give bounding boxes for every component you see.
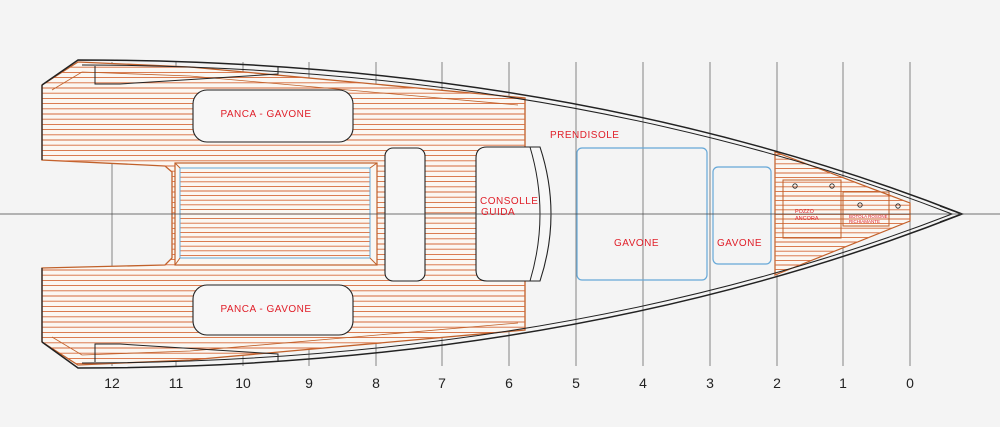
fitting-4 <box>895 203 901 209</box>
fitting-1 <box>792 183 798 189</box>
label-console-1: CONSOLLE <box>480 196 538 207</box>
anchor-well <box>782 179 842 239</box>
fitting-2 <box>829 183 835 189</box>
station-number-1: 1 <box>839 375 847 391</box>
label-anchor-locker-1: BOTOLA ROSONE <box>849 214 888 219</box>
station-number-7: 7 <box>438 375 446 391</box>
label-sunbed: PRENDISOLE <box>550 130 619 141</box>
station-number-5: 5 <box>572 375 580 391</box>
label-console-2: GUIDA <box>481 207 515 218</box>
station-number-2: 2 <box>773 375 781 391</box>
seat-box <box>384 147 426 282</box>
label-anchor-well-1: POZZO <box>795 209 815 215</box>
label-locker-small: GAVONE <box>717 238 762 249</box>
bench-top <box>192 89 354 143</box>
station-number-12: 12 <box>104 375 120 391</box>
station-number-4: 4 <box>639 375 647 391</box>
label-bench-top: PANCA - GAVONE <box>220 109 311 120</box>
station-number-11: 11 <box>169 375 184 391</box>
label-bench-bottom: PANCA - GAVONE <box>220 304 311 315</box>
gunwale-detail <box>94 66 279 362</box>
label-anchor-locker-2: RICHIAMANTE <box>849 219 880 224</box>
anchor-locker <box>842 191 890 227</box>
station-number-10: 10 <box>235 375 251 391</box>
station-number-8: 8 <box>372 375 380 391</box>
fitting-3 <box>857 202 863 208</box>
cockpit-planks <box>180 168 370 256</box>
label-anchor-well-2: ANCORA <box>795 216 819 222</box>
station-number-0: 0 <box>906 375 914 391</box>
label-locker-large: GAVONE <box>614 238 659 249</box>
hatch-small <box>712 166 772 265</box>
bench-bottom <box>192 284 354 336</box>
station-number-6: 6 <box>505 375 513 391</box>
station-number-3: 3 <box>706 375 714 391</box>
station-number-9: 9 <box>305 375 313 391</box>
